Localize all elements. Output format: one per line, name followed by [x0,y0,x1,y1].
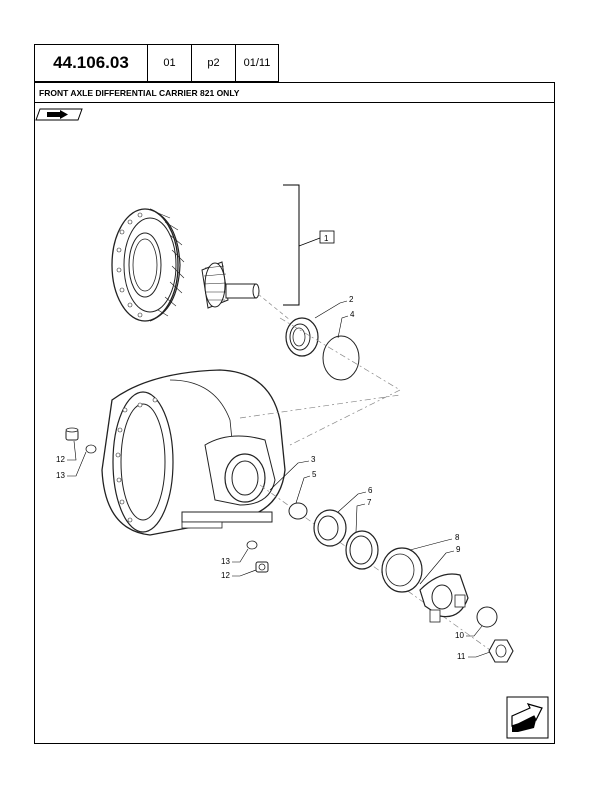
seal-8 [381,547,423,593]
callout-13-left: 13 [56,471,65,480]
page-field: p2 [192,44,236,82]
callout-10: 10 [455,631,464,640]
plug-12-lower [255,561,269,573]
callout-13-lower: 13 [221,557,230,566]
callout-9: 9 [456,545,461,554]
callout-3: 3 [311,455,316,464]
seal-5 [288,502,308,520]
bearing-2 [285,317,319,357]
next-page-arrow-icon[interactable] [506,696,549,739]
forward-arrow-icon[interactable] [35,108,83,121]
callout-box-1 [319,230,335,244]
diagram-frame: FRONT AXLE DIFFERENTIAL CARRIER 821 ONLY [34,82,555,744]
bearing-6 [313,509,347,547]
callout-12-lower: 12 [221,571,230,580]
washer-13-left [85,444,97,454]
carrier-housing [101,369,286,536]
o-ring-4 [322,335,360,381]
nut-11 [488,639,514,663]
callout-6: 6 [368,486,373,495]
bearing-cup-7 [345,530,379,570]
plug-12-left [65,427,79,441]
callout-12-left: 12 [56,455,65,464]
washer-13-lower [246,540,258,550]
washer-10 [476,606,498,628]
header-table: 44.106.03 01 p2 01/11 [34,44,279,82]
revision-field: 01 [148,44,192,82]
callout-1: 1 [324,234,329,243]
flange-yoke-9 [419,573,469,623]
date-field: 01/11 [236,44,279,82]
callout-8: 8 [455,533,460,542]
callout-2: 2 [349,295,354,304]
callout-7: 7 [367,498,372,507]
callout-4: 4 [350,310,355,319]
reference-code: 44.106.03 [34,44,148,82]
callout-11: 11 [457,652,466,661]
callout-5: 5 [312,470,317,479]
ring-gear [111,208,185,322]
pinion-gear [201,261,291,321]
section-title: FRONT AXLE DIFFERENTIAL CARRIER 821 ONLY [35,83,554,103]
